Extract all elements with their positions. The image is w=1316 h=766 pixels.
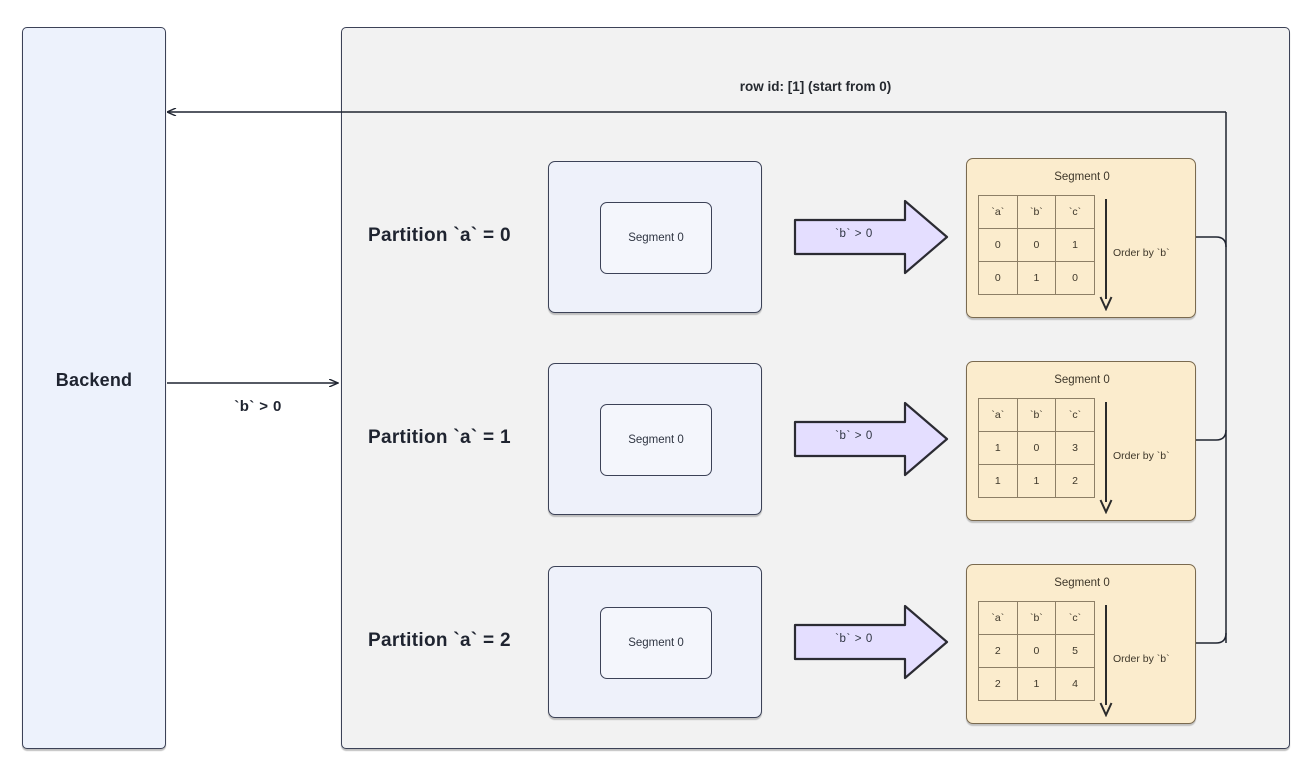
filter-arrow-0: `b` > 0 [793, 198, 949, 276]
partition-label-1: Partition `a` = 1 [368, 427, 511, 448]
segment-card-title-0: Segment 0 [1054, 171, 1110, 183]
filter-arrow-label-1: `b` > 0 [835, 430, 873, 442]
table-cell: 2 [978, 634, 1018, 668]
table-header-cell: `c` [1055, 398, 1095, 432]
table-cell: 3 [1055, 431, 1095, 465]
table-cell: 5 [1055, 634, 1095, 668]
arrow-down-icon-2 [1099, 605, 1113, 717]
table-cell: 0 [978, 261, 1018, 295]
table-header-cell: `b` [1016, 195, 1057, 229]
partition-label-2: Partition `a` = 2 [368, 630, 511, 651]
segment-table-0: `a` `b` `c` 0 0 1 0 1 0 [978, 195, 1095, 295]
table-cell: 1 [1055, 228, 1095, 262]
table-row: 0 0 1 [978, 228, 1095, 262]
table-cell: 2 [1055, 464, 1095, 498]
table-header-cell: `a` [978, 398, 1018, 432]
table-header-cell: `a` [978, 601, 1018, 635]
filter-arrow-1: `b` > 0 [793, 400, 949, 478]
order-by-label-1: Order by `b` [1113, 450, 1170, 462]
partition-box-2: Segment 0 [548, 566, 762, 718]
segment-card-1: Segment 0 `a` `b` `c` 1 0 3 1 1 2 Order … [966, 361, 1196, 521]
arrow-down-icon-1 [1099, 402, 1113, 514]
backend-label: Backend [55, 370, 133, 390]
segment-card-2: Segment 0 `a` `b` `c` 2 0 5 2 1 4 Order … [966, 564, 1196, 724]
table-header-cell: `a` [978, 195, 1018, 229]
row-id-label: row id: [1] (start from 0) [739, 79, 892, 94]
table-row: 0 1 0 [978, 261, 1095, 295]
partition-box-1: Segment 0 [548, 363, 762, 515]
partition-segment-1: Segment 0 [600, 404, 712, 476]
request-filter-label: `b` > 0 [234, 398, 282, 415]
partition-segment-2: Segment 0 [600, 607, 712, 679]
table-cell: 0 [1016, 431, 1057, 465]
table-row: 1 1 2 [978, 464, 1095, 498]
table-cell: 1 [1016, 667, 1057, 701]
filter-arrow-2: `b` > 0 [793, 603, 949, 681]
backend-box [22, 27, 166, 749]
arrow-down-icon-0 [1099, 199, 1113, 311]
table-cell: 0 [978, 228, 1018, 262]
table-cell: 1 [978, 464, 1018, 498]
partition-segment-0: Segment 0 [600, 202, 712, 274]
table-cell: 0 [1016, 228, 1057, 262]
segment-table-1: `a` `b` `c` 1 0 3 1 1 2 [978, 398, 1095, 498]
table-header-cell: `c` [1055, 195, 1095, 229]
segment-card-title-2: Segment 0 [1054, 577, 1110, 589]
table-cell: 0 [1016, 634, 1057, 668]
table-header-row: `a` `b` `c` [978, 601, 1095, 635]
table-header-row: `a` `b` `c` [978, 195, 1095, 229]
table-cell: 1 [978, 431, 1018, 465]
table-header-cell: `c` [1055, 601, 1095, 635]
table-cell: 0 [1055, 261, 1095, 295]
order-by-label-0: Order by `b` [1113, 247, 1170, 259]
filter-arrow-label-2: `b` > 0 [835, 633, 873, 645]
table-cell: 2 [978, 667, 1018, 701]
table-header-cell: `b` [1016, 601, 1057, 635]
order-by-label-2: Order by `b` [1113, 653, 1170, 665]
table-header-row: `a` `b` `c` [978, 398, 1095, 432]
table-row: 2 0 5 [978, 634, 1095, 668]
filter-arrow-label-0: `b` > 0 [835, 228, 873, 240]
table-header-cell: `b` [1016, 398, 1057, 432]
table-cell: 4 [1055, 667, 1095, 701]
segment-table-2: `a` `b` `c` 2 0 5 2 1 4 [978, 601, 1095, 701]
table-cell: 1 [1016, 261, 1057, 295]
table-cell: 1 [1016, 464, 1057, 498]
partition-box-0: Segment 0 [548, 161, 762, 313]
partition-label-0: Partition `a` = 0 [368, 225, 511, 246]
table-row: 2 1 4 [978, 667, 1095, 701]
table-row: 1 0 3 [978, 431, 1095, 465]
segment-card-title-1: Segment 0 [1054, 374, 1110, 386]
segment-card-0: Segment 0 `a` `b` `c` 0 0 1 0 1 0 Order … [966, 158, 1196, 318]
